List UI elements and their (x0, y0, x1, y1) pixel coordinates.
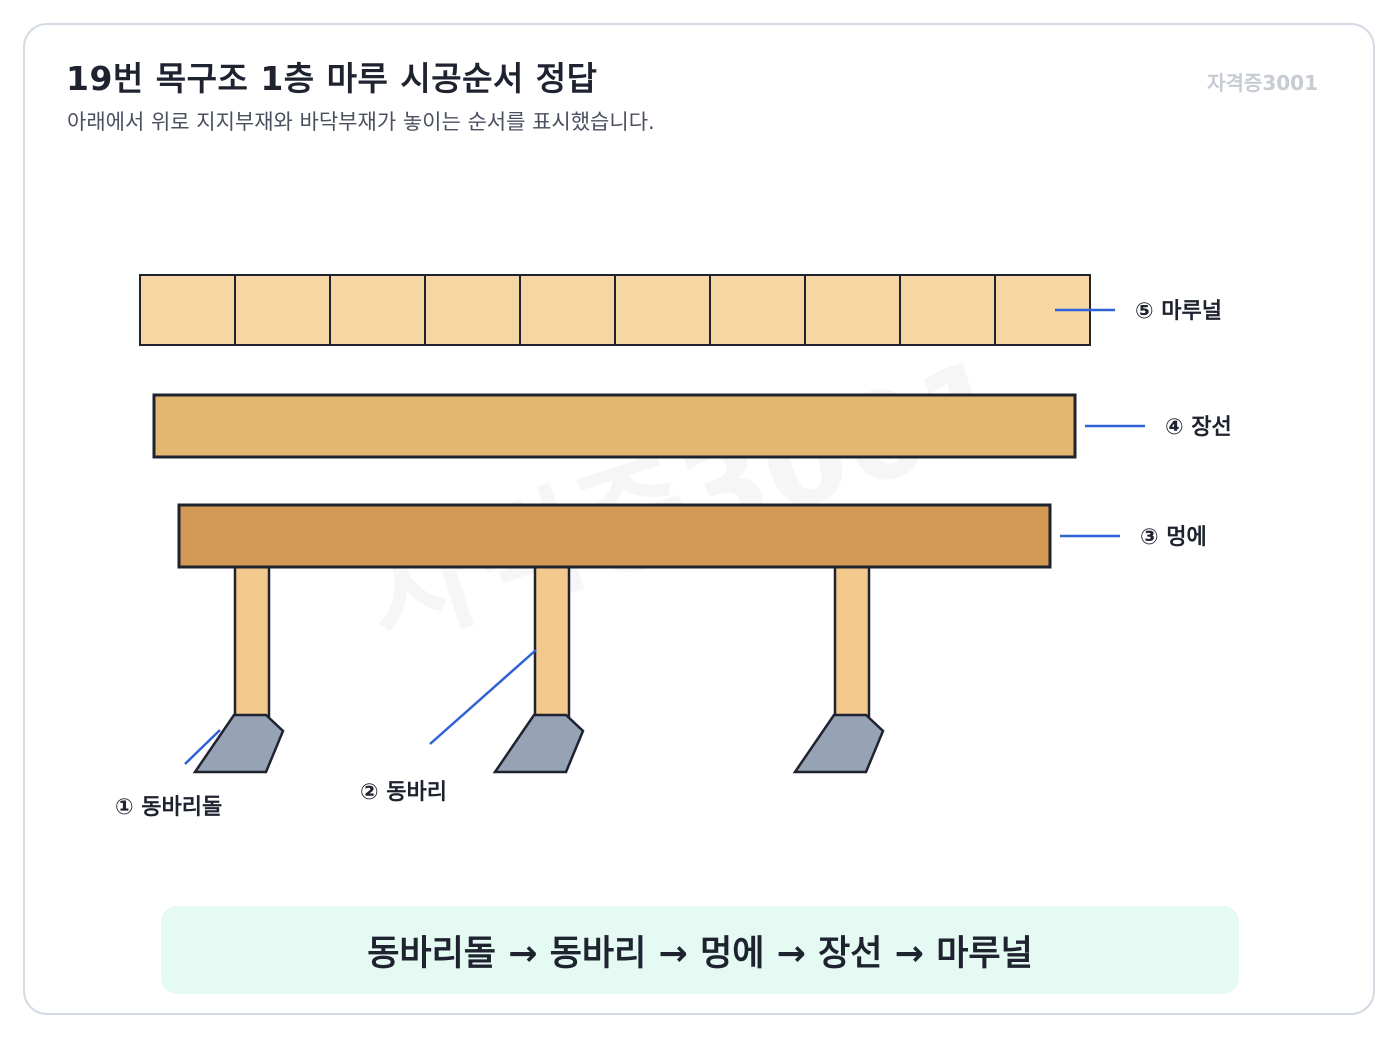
page-title: 19번 목구조 1층 마루 시공순서 정답 (66, 59, 598, 98)
label-footing-stone: ① 동바리돌 (115, 795, 222, 820)
page-subtitle: 아래에서 위로 지지부재와 바닥부재가 놓이는 순서를 표시했습니다. (67, 110, 655, 134)
brand-label: 자격증3001 (1207, 71, 1318, 95)
footing-stone (492, 713, 585, 774)
post (533, 564, 571, 718)
answer-banner: 동바리돌 → 동바리 → 멍에 → 장선 → 마루널 (161, 906, 1239, 994)
footing-stone (792, 713, 885, 774)
label-joist: ④ 장선 (1165, 415, 1232, 440)
leader-line-footing-stone (184, 729, 221, 765)
post (233, 564, 271, 718)
footing-stone (192, 713, 285, 774)
floorboard (139, 274, 1091, 346)
leader-line-post (429, 649, 537, 745)
post (833, 564, 871, 718)
label-post: ② 동바리 (360, 780, 447, 805)
label-sleeper: ③ 멍에 (1140, 525, 1207, 550)
sleeper (177, 503, 1052, 569)
joist (152, 393, 1077, 459)
label-floorboard: ⑤ 마루널 (1135, 299, 1222, 324)
watermark: 자격증3001 (350, 333, 1026, 671)
